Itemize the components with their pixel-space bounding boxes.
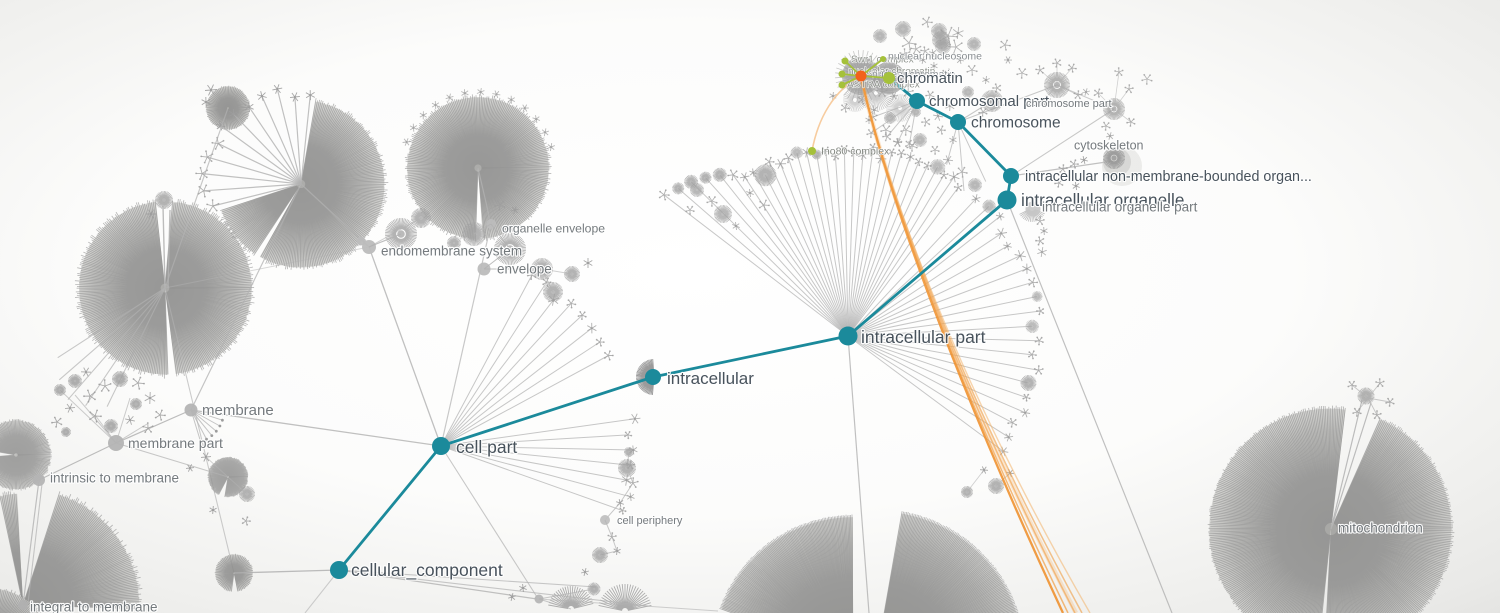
svg-text:intrinsic to membrane: intrinsic to membrane xyxy=(50,471,179,486)
svg-text:membrane: membrane xyxy=(202,402,274,419)
svg-text:cell periphery: cell periphery xyxy=(617,515,683,527)
svg-text:integral to membrane: integral to membrane xyxy=(30,600,158,613)
svg-text:cellular_component: cellular_component xyxy=(351,560,503,581)
svg-text:organelle envelope: organelle envelope xyxy=(502,221,605,235)
svg-text:chromosome part: chromosome part xyxy=(1026,98,1112,110)
svg-text:cytoskeleton: cytoskeleton xyxy=(1074,138,1144,152)
svg-text:membrane part: membrane part xyxy=(128,435,223,451)
svg-text:mitochondrion: mitochondrion xyxy=(1338,521,1423,536)
svg-text:intracellular organelle part: intracellular organelle part xyxy=(1042,200,1198,215)
svg-text:intracellular non-membrane-bou: intracellular non-membrane-bounded organ… xyxy=(1025,169,1312,185)
svg-text:ASTRA complex: ASTRA complex xyxy=(847,80,920,91)
svg-text:intracellular organelle: intracellular organelle xyxy=(1021,190,1184,210)
svg-text:nuclear nucleosome: nuclear nucleosome xyxy=(888,51,982,63)
svg-text:intracellular: intracellular xyxy=(667,369,754,388)
svg-text:chromatin: chromatin xyxy=(897,70,963,87)
svg-text:endomembrane system: endomembrane system xyxy=(381,244,522,259)
svg-text:chromosomal part: chromosomal part xyxy=(929,93,1050,110)
svg-text:chromosome: chromosome xyxy=(971,114,1061,131)
svg-text:envelope: envelope xyxy=(497,262,552,277)
svg-text:intracellular part: intracellular part xyxy=(861,327,986,347)
svg-text:cell part: cell part xyxy=(456,437,517,457)
svg-text:Ino80 complex: Ino80 complex xyxy=(821,146,890,158)
